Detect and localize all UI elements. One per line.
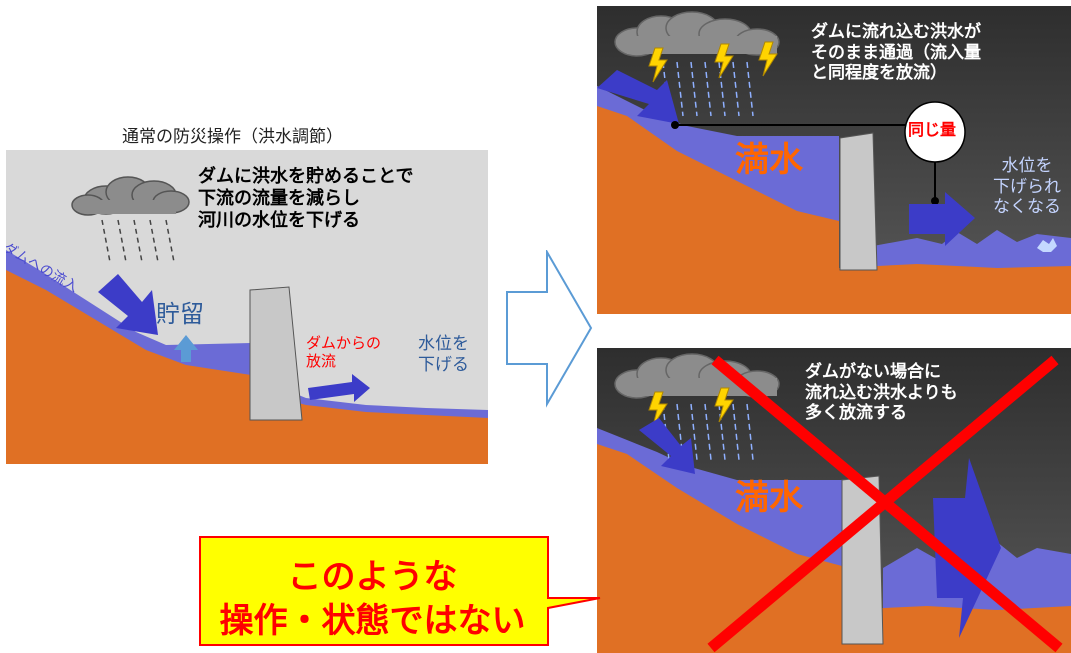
lowered-level-label: 水位を 下げる xyxy=(418,334,469,375)
full-label: 満水 xyxy=(735,140,803,180)
terrain xyxy=(597,444,842,653)
left-panel-caption: 通常の防災操作（洪水調節） xyxy=(122,127,343,147)
release-arrow xyxy=(909,192,975,246)
water-splash xyxy=(1037,238,1057,252)
inflow-arrow xyxy=(639,418,695,474)
terrain-downstream xyxy=(251,390,488,464)
downstream-water xyxy=(873,230,1071,274)
storage-label: 貯留 xyxy=(156,300,204,328)
normal-headline: ダムに洪水を貯めることで 下流の流量を減らし 河川の水位を下げる xyxy=(198,166,414,231)
release-label: ダムからの 放流 xyxy=(306,334,382,371)
callout-text: このような 操作・状態ではない xyxy=(219,557,526,642)
cloud-icon xyxy=(614,11,780,57)
passthrough-headline: ダムに流れ込む洪水が そのまま通過（流入量 と同程度を放流） xyxy=(811,22,981,84)
excess-release-panel: ダムがない場合に 流れ込む洪水よりも 多く放流する 満水 xyxy=(597,348,1071,653)
lightning-icon xyxy=(648,41,778,83)
excess-release-illustration xyxy=(597,353,1071,653)
same-amount-label: 同じ量 xyxy=(908,120,957,139)
full-passthrough-illustration xyxy=(597,11,1071,314)
large-release-arrow xyxy=(933,458,1001,638)
terrain xyxy=(597,106,839,314)
cross-mark-line-2 xyxy=(707,355,1059,653)
release-arrow xyxy=(308,374,370,402)
same-amount-bubble xyxy=(904,101,966,163)
rain-icon xyxy=(101,219,175,263)
lightning-icon xyxy=(648,387,734,427)
full-label-2: 満水 xyxy=(735,478,803,518)
terrain-downstream xyxy=(839,264,1071,314)
storage-arrow xyxy=(174,335,198,362)
terrain-downstream xyxy=(842,606,1071,653)
cloud-icon xyxy=(71,176,190,216)
dam xyxy=(249,286,303,421)
normal-operation-panel: ダムに洪水を貯めることで 下流の流量を減らし 河川の水位を下げる ダムへの流入 … xyxy=(6,150,488,464)
terrain xyxy=(6,270,251,464)
inflow-arrow xyxy=(597,70,679,124)
excess-headline: ダムがない場合に 流れ込む洪水よりも 多く放流する xyxy=(805,362,958,424)
transition-arrow xyxy=(506,250,593,408)
normal-operation-illustration xyxy=(6,176,488,464)
full-passthrough-panel: ダムに流れ込む洪水が そのまま通過（流入量 と同程度を放流） 同じ量 満水 水位… xyxy=(597,6,1071,314)
cannot-lower-label: 水位を 下げられ なくなる xyxy=(993,156,1061,218)
dam xyxy=(839,132,878,271)
inflow-arrow xyxy=(98,274,158,335)
